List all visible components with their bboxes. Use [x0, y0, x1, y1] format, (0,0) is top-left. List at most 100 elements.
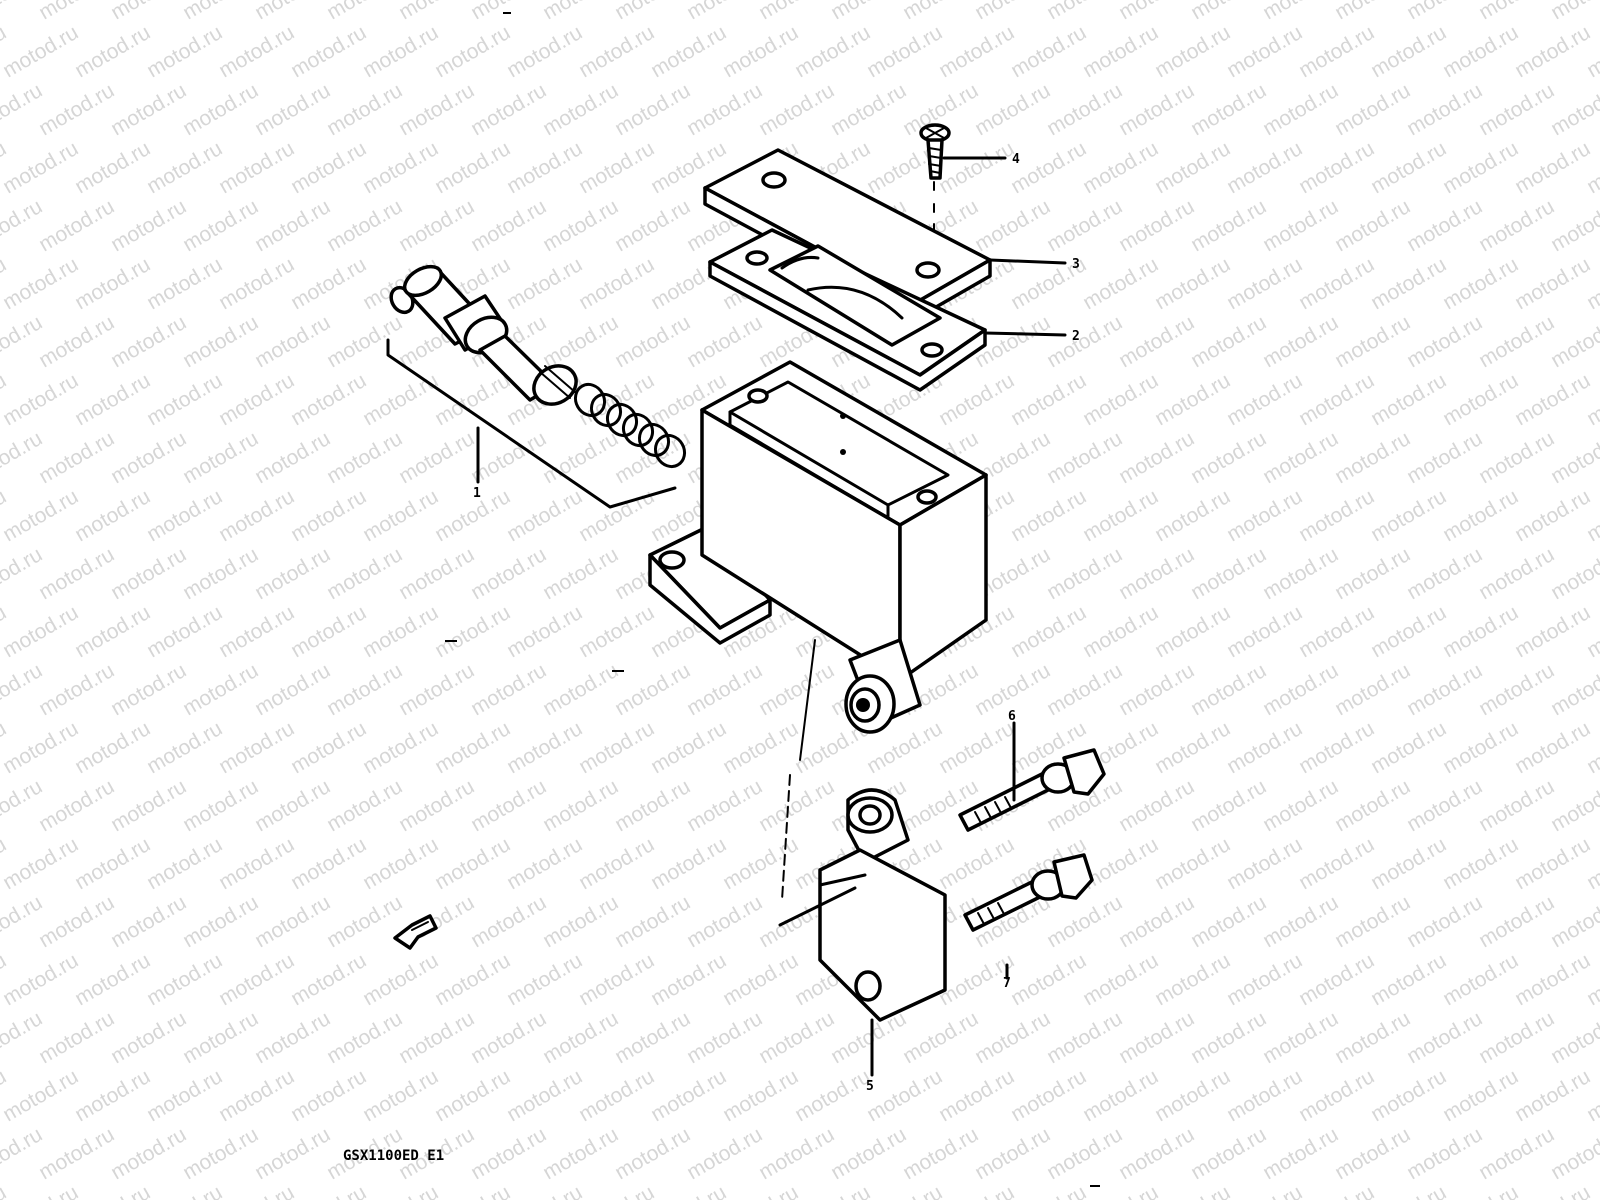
- watermark-text: motod.ru: [1475, 1123, 1558, 1184]
- watermark-text: motod.ru: [1259, 311, 1342, 372]
- watermark-text: motod.ru: [143, 1181, 226, 1200]
- watermark-text: motod.ru: [1295, 485, 1378, 546]
- watermark-text: motod.ru: [935, 1181, 1018, 1200]
- watermark-text: motod.ru: [1475, 311, 1558, 372]
- watermark-text: motod.ru: [611, 195, 694, 256]
- watermark-text: motod.ru: [971, 195, 1054, 256]
- watermark-text: motod.ru: [719, 833, 802, 894]
- watermark-text: motod.ru: [503, 253, 586, 314]
- watermark-text: motod.ru: [575, 717, 658, 778]
- watermark-text: motod.ru: [395, 1007, 478, 1068]
- watermark-text: motod.ru: [719, 1065, 802, 1126]
- watermark-text: motod.ru: [1367, 485, 1450, 546]
- watermark-text: motod.ru: [143, 253, 226, 314]
- watermark-text: motod.ru: [755, 1007, 838, 1068]
- watermark-text: motod.ru: [71, 1181, 154, 1200]
- watermark-text: motod.ru: [1259, 1007, 1342, 1068]
- watermark-text: motod.ru: [323, 1007, 406, 1068]
- watermark-text: motod.ru: [143, 1065, 226, 1126]
- part-7-bolt: [963, 853, 1094, 932]
- watermark-text: motod.ru: [1511, 949, 1594, 1010]
- watermark-text: motod.ru: [179, 195, 262, 256]
- watermark-text: motod.ru: [1511, 601, 1594, 662]
- watermark-text: motod.ru: [719, 949, 802, 1010]
- watermark-text: motod.ru: [863, 1181, 946, 1200]
- callout-6: 6: [1008, 709, 1016, 724]
- watermark-text: motod.ru: [107, 0, 190, 24]
- watermark-text: motod.ru: [755, 775, 838, 836]
- watermark-text: motod.ru: [35, 195, 118, 256]
- watermark-text: motod.ru: [359, 485, 442, 546]
- watermark-text: motod.ru: [1475, 775, 1558, 836]
- watermark-text: motod.ru: [1259, 891, 1342, 952]
- watermark-text: motod.ru: [1187, 891, 1270, 952]
- watermark-text: motod.ru: [467, 775, 550, 836]
- watermark-text: motod.ru: [1079, 369, 1162, 430]
- watermark-text: motod.ru: [0, 949, 82, 1010]
- watermark-text: motod.ru: [1223, 485, 1306, 546]
- watermark-text: motod.ru: [1007, 369, 1090, 430]
- watermark-text: motod.ru: [179, 543, 262, 604]
- watermark-text: motod.ru: [1439, 833, 1522, 894]
- watermark-text: motod.ru: [1043, 79, 1126, 140]
- watermark-text: motod.ru: [647, 833, 730, 894]
- watermark-text: motod.ru: [1295, 1065, 1378, 1126]
- watermark-text: motod.ru: [1439, 485, 1522, 546]
- front-direction-arrow-icon: [393, 914, 438, 950]
- watermark-text: motod.ru: [287, 1065, 370, 1126]
- watermark-text: motod.ru: [395, 79, 478, 140]
- watermark-text: motod.ru: [251, 891, 334, 952]
- watermark-text: motod.ru: [251, 775, 334, 836]
- watermark-text: motod.ru: [827, 1123, 910, 1184]
- watermark-text: motod.ru: [215, 833, 298, 894]
- watermark-text: motod.ru: [395, 659, 478, 720]
- watermark-text: motod.ru: [215, 949, 298, 1010]
- watermark-text: motod.ru: [539, 311, 622, 372]
- watermark-text: motod.ru: [1187, 0, 1270, 24]
- watermark-text: motod.ru: [755, 1123, 838, 1184]
- watermark-text: motod.ru: [323, 0, 406, 24]
- watermark-text: motod.ru: [71, 1065, 154, 1126]
- watermark-text: motod.ru: [467, 891, 550, 952]
- watermark-text: motod.ru: [1295, 717, 1378, 778]
- watermark-text: motod.ru: [395, 775, 478, 836]
- watermark-text: motod.ru: [755, 659, 838, 720]
- watermark-text: motod.ru: [1223, 601, 1306, 662]
- watermark-text: motod.ru: [1079, 485, 1162, 546]
- watermark-text: motod.ru: [323, 891, 406, 952]
- watermark-text: motod.ru: [647, 717, 730, 778]
- watermark-text: motod.ru: [1511, 21, 1594, 82]
- watermark-text: motod.ru: [0, 195, 46, 256]
- watermark-text: motod.ru: [1259, 659, 1342, 720]
- watermark-text: motod.ru: [179, 775, 262, 836]
- watermark-text: motod.ru: [755, 0, 838, 24]
- callout-4: 4: [1012, 152, 1020, 167]
- watermark-text: motod.ru: [251, 659, 334, 720]
- watermark-text: motod.ru: [1223, 949, 1306, 1010]
- watermark-text: motod.ru: [1259, 775, 1342, 836]
- watermark-text: motod.ru: [359, 1065, 442, 1126]
- watermark-text: motod.ru: [323, 775, 406, 836]
- watermark-text: motod.ru: [539, 775, 622, 836]
- watermark-text: motod.ru: [1079, 137, 1162, 198]
- watermark-text: motod.ru: [1331, 195, 1414, 256]
- watermark-text: motod.ru: [143, 717, 226, 778]
- watermark-text: motod.ru: [791, 21, 874, 82]
- watermark-text: motod.ru: [1367, 1181, 1450, 1200]
- watermark-text: motod.ru: [467, 195, 550, 256]
- watermark-text: motod.ru: [71, 601, 154, 662]
- watermark-text: motod.ru: [35, 891, 118, 952]
- watermark-text: motod.ru: [251, 1123, 334, 1184]
- watermark-text: motod.ru: [791, 1181, 874, 1200]
- watermark-text: motod.ru: [1403, 0, 1486, 24]
- watermark-text: motod.ru: [395, 195, 478, 256]
- watermark-text: motod.ru: [287, 601, 370, 662]
- watermark-text: motod.ru: [1331, 427, 1414, 488]
- callout-5: 5: [866, 1079, 874, 1094]
- watermark-text: motod.ru: [107, 79, 190, 140]
- watermark-text: motod.ru: [71, 485, 154, 546]
- watermark-text: motod.ru: [1007, 137, 1090, 198]
- watermark-text: motod.ru: [215, 21, 298, 82]
- watermark-text: motod.ru: [935, 137, 1018, 198]
- watermark-text: motod.ru: [1511, 369, 1594, 430]
